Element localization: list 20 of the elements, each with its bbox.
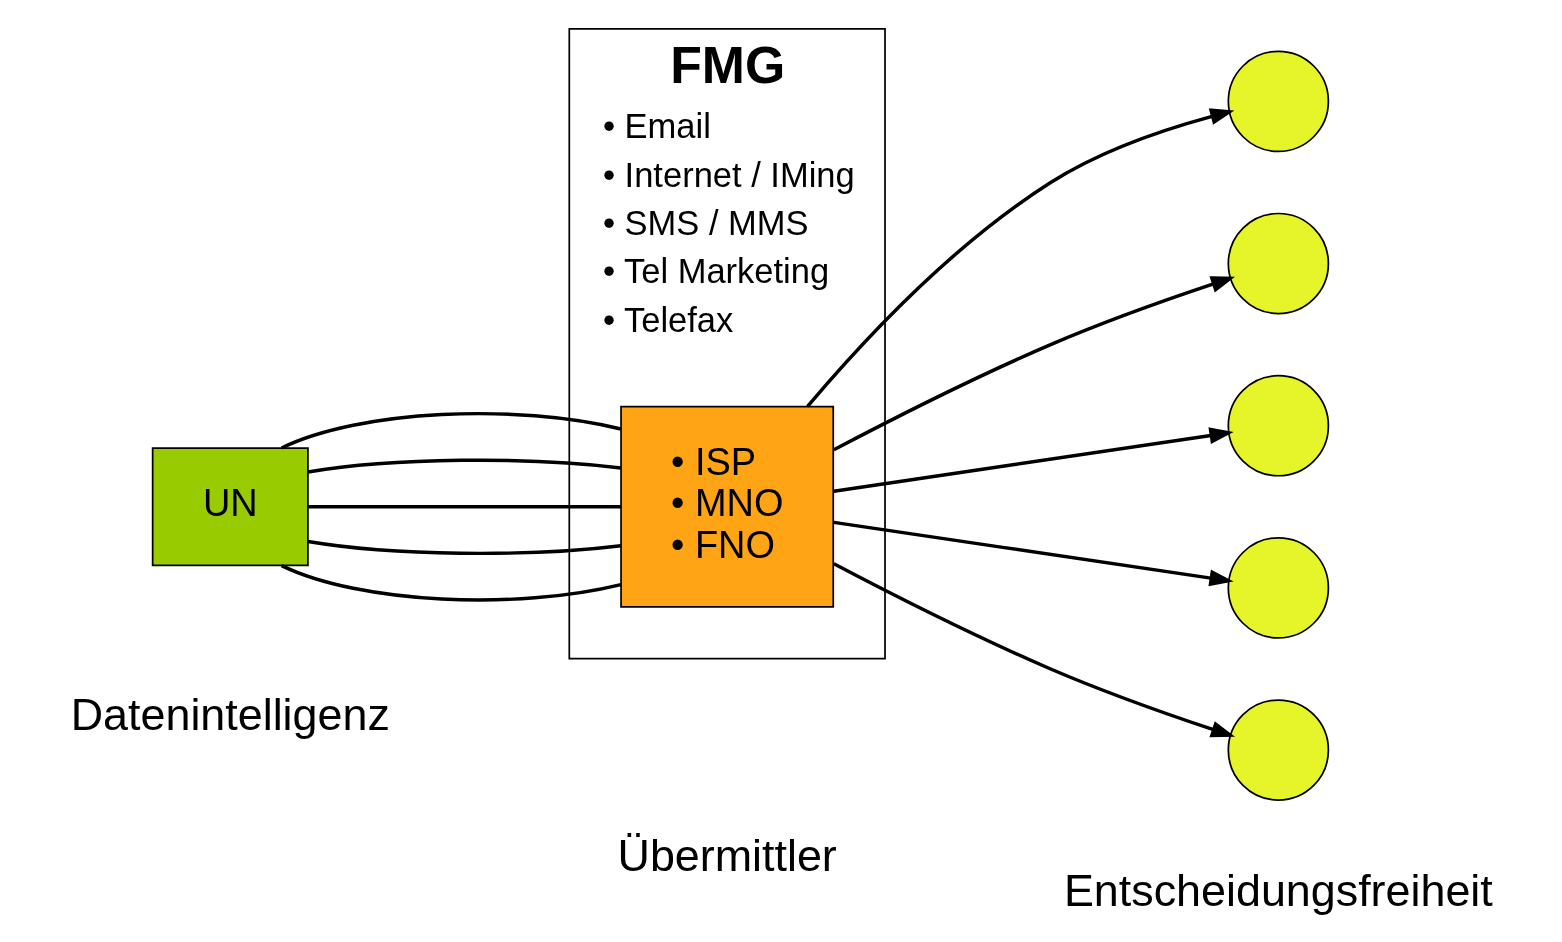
connector xyxy=(307,539,621,556)
node-circle xyxy=(1226,212,1329,315)
connector xyxy=(280,564,621,602)
label: Entscheidungsfreiheit xyxy=(1063,864,1493,916)
node-circle xyxy=(1226,374,1329,477)
arrow xyxy=(805,108,1234,408)
label: Übermittler xyxy=(617,830,837,882)
connector xyxy=(280,411,621,450)
node-box: • ISP • MNO • FNO xyxy=(619,405,834,608)
node-circle xyxy=(1226,537,1329,639)
node-circle xyxy=(1226,699,1329,801)
label: Datenintelligenz xyxy=(70,688,390,740)
arrow xyxy=(832,562,1235,738)
node-box: UN xyxy=(151,447,309,567)
connector xyxy=(307,505,621,509)
arrow xyxy=(832,276,1235,452)
connector xyxy=(307,458,621,474)
arrow xyxy=(833,427,1234,493)
arrow xyxy=(833,520,1234,587)
node-circle xyxy=(1226,50,1329,153)
